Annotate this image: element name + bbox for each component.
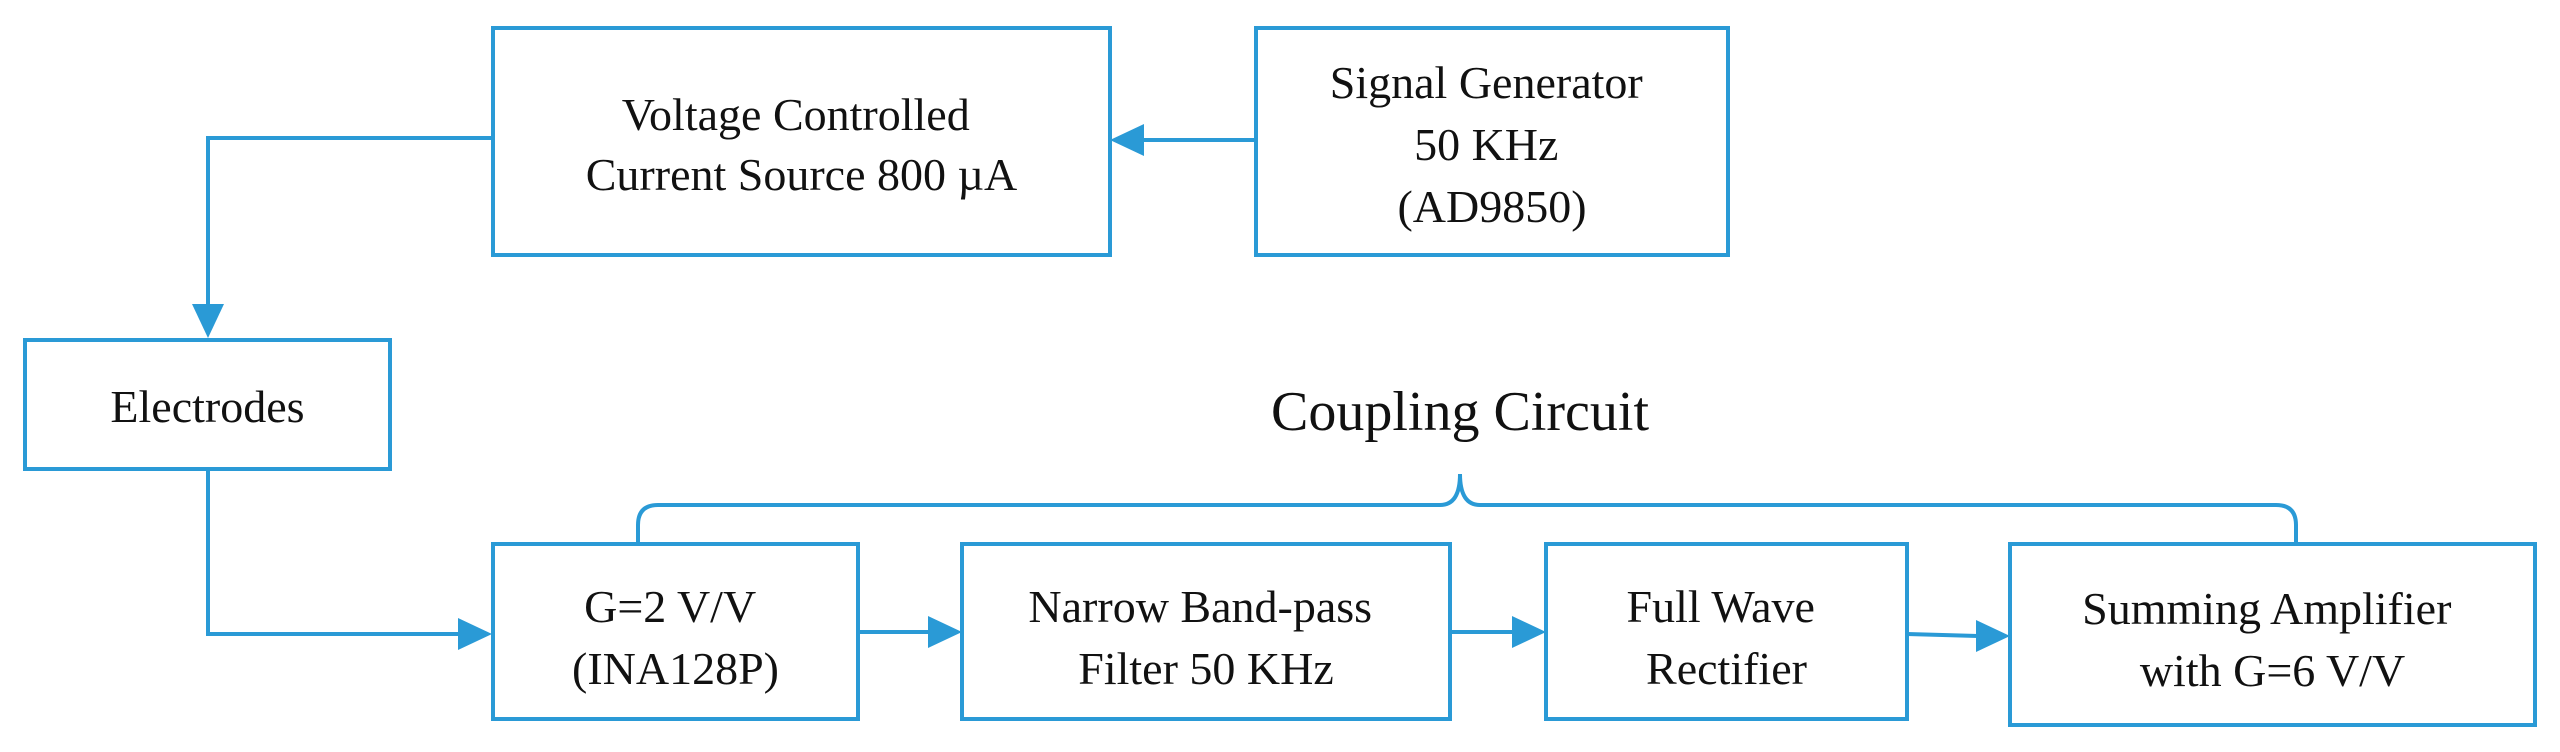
block-ina-label: G=2 V/V (INA128P) — [572, 581, 779, 694]
block-signal-generator-line-3: (AD9850) — [1397, 181, 1586, 232]
coupling-circuit-label: Coupling Circuit — [1271, 381, 1649, 443]
block-signal-generator-line-1: Signal Generator — [1330, 57, 1643, 108]
block-ina-line-1: G=2 V/V — [584, 581, 756, 632]
arrowhead-into-summing — [1976, 620, 2010, 652]
arrow-electrodes-to-ina — [206, 470, 460, 636]
arrowhead-into-rectifier — [1512, 616, 1546, 648]
block-rectifier: Full Wave Rectifier — [1544, 542, 1909, 721]
block-signal-generator-label: Signal Generator 50 KHz (AD9850) — [1330, 57, 1654, 232]
block-electrodes-line-1: Electrodes — [110, 381, 304, 432]
coupling-circuit-brace — [636, 473, 2298, 545]
block-vccs-line-2: Current Source 800 µA — [586, 149, 1017, 200]
block-summing: Summing Amplifier with G=6 V/V — [2008, 542, 2537, 727]
block-bandpass-line-1: Narrow Band-pass — [1028, 581, 1372, 632]
block-vccs: Voltage Controlled Current Source 800 µA — [491, 26, 1112, 257]
block-ina: G=2 V/V (INA128P) — [491, 542, 860, 721]
block-bandpass-line-2: Filter 50 KHz — [1078, 643, 1334, 694]
arrowhead-into-vccs — [1110, 124, 1144, 156]
block-vccs-line-1: Voltage Controlled — [622, 89, 970, 140]
block-signal-generator-line-2: 50 KHz — [1414, 119, 1558, 170]
arrow-rectifier-to-summing — [1906, 632, 1979, 638]
arrowhead-into-ina — [458, 618, 492, 650]
block-electrodes-label: Electrodes — [110, 381, 304, 432]
arrowhead-into-bandpass — [928, 616, 962, 648]
arrowhead-into-electrodes — [192, 304, 224, 338]
block-summing-line-1: Summing Amplifier — [2082, 583, 2451, 634]
block-signal-generator: Signal Generator 50 KHz (AD9850) — [1254, 26, 1730, 257]
arrow-vccs-to-electrodes — [206, 136, 493, 306]
block-ina-line-2: (INA128P) — [572, 643, 779, 694]
block-rectifier-line-1: Full Wave — [1627, 581, 1815, 632]
block-bandpass-label: Narrow Band-pass Filter 50 KHz — [1028, 581, 1383, 694]
block-summing-line-2: with G=6 V/V — [2140, 645, 2405, 696]
block-electrodes: Electrodes — [23, 338, 392, 471]
block-rectifier-line-2: Rectifier — [1646, 643, 1807, 694]
connectors — [192, 124, 2298, 652]
block-bandpass: Narrow Band-pass Filter 50 KHz — [960, 542, 1452, 721]
block-vccs-label: Voltage Controlled Current Source 800 µA — [586, 89, 1017, 200]
block-rectifier-label: Full Wave Rectifier — [1627, 581, 1827, 694]
block-summing-label: Summing Amplifier with G=6 V/V — [2082, 583, 2463, 696]
